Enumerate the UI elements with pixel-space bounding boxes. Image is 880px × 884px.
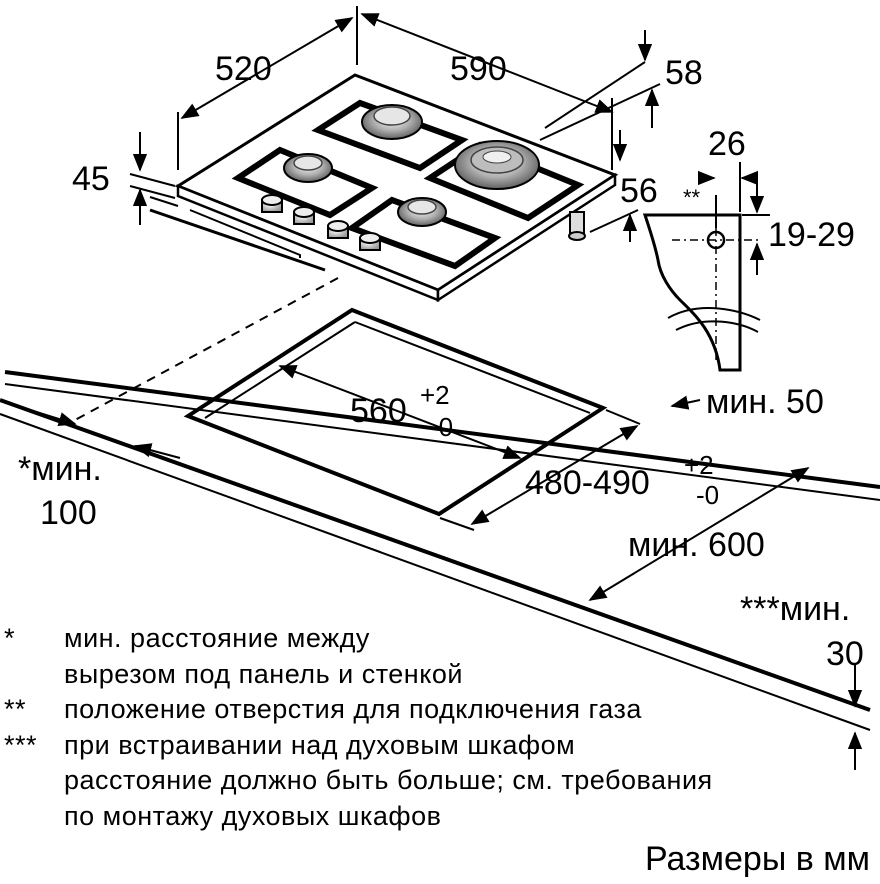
dim-min-100-label: *мин. [18,450,102,488]
dim-min-100-value: 100 [40,494,97,532]
dim-cutout-depth: 480-490 [525,464,650,502]
footnote: * мин. расстояние между вырезом под пане… [4,621,880,692]
pan-support-front [345,196,502,270]
burner-left-icon [283,153,333,183]
dim-520: 520 [215,50,272,88]
knob-icon [261,194,283,213]
dim-26: 26 [708,125,746,163]
burner-wok-icon [454,140,540,190]
projection-line [74,277,339,421]
dim-590: 590 [450,50,507,88]
footnote: *** при встраивании над духовым шкафом р… [4,728,880,835]
units-label: Размеры в мм [644,840,870,878]
burner-front-icon [397,197,447,227]
pan-support-left [231,146,379,219]
dim-cutout-depth-tol-plus: +2 [684,450,714,480]
footnote-text: положение отверстия для подключения газа [64,694,642,724]
dim-45: 45 [72,160,110,198]
dim-19-29: 19-29 [768,216,855,254]
dim-min-30-label: ***мин. [740,590,850,628]
dim-min-600: мин. 600 [628,526,765,564]
dim-58: 58 [665,54,703,92]
burner-rear-icon [361,104,423,140]
footnote-marker: *** [4,729,38,760]
dim-min-30-value: 30 [826,635,864,673]
hob [149,73,619,303]
footnote-text: при встраивании над духовым шкафом расст… [64,729,713,831]
dim-min-50: мин. 50 [706,383,824,421]
gas-position-marker: ** [683,185,701,210]
dim-cutout-depth-tol-minus: -0 [696,480,719,510]
dim-cutout-width-tol-plus: +2 [420,380,450,410]
footnote-marker: ** [4,694,27,724]
dim-cutout-width: 560 [350,392,407,430]
gas-connection-detail [642,162,770,372]
footnotes: * мин. расстояние между вырезом под пане… [4,621,880,834]
footnote-text: мин. расстояние между вырезом под панель… [64,623,463,689]
dim-56: 56 [620,172,658,210]
footnote-marker: * [4,623,16,653]
dim-cutout-width-tol-minus: -0 [430,412,453,442]
footnote: ** положение отверстия для подключения г… [4,692,880,728]
knob-icon [359,232,381,251]
dimension-lines [29,6,863,770]
control-knobs [261,194,381,251]
knob-icon [293,206,315,225]
knob-icon [327,220,349,239]
